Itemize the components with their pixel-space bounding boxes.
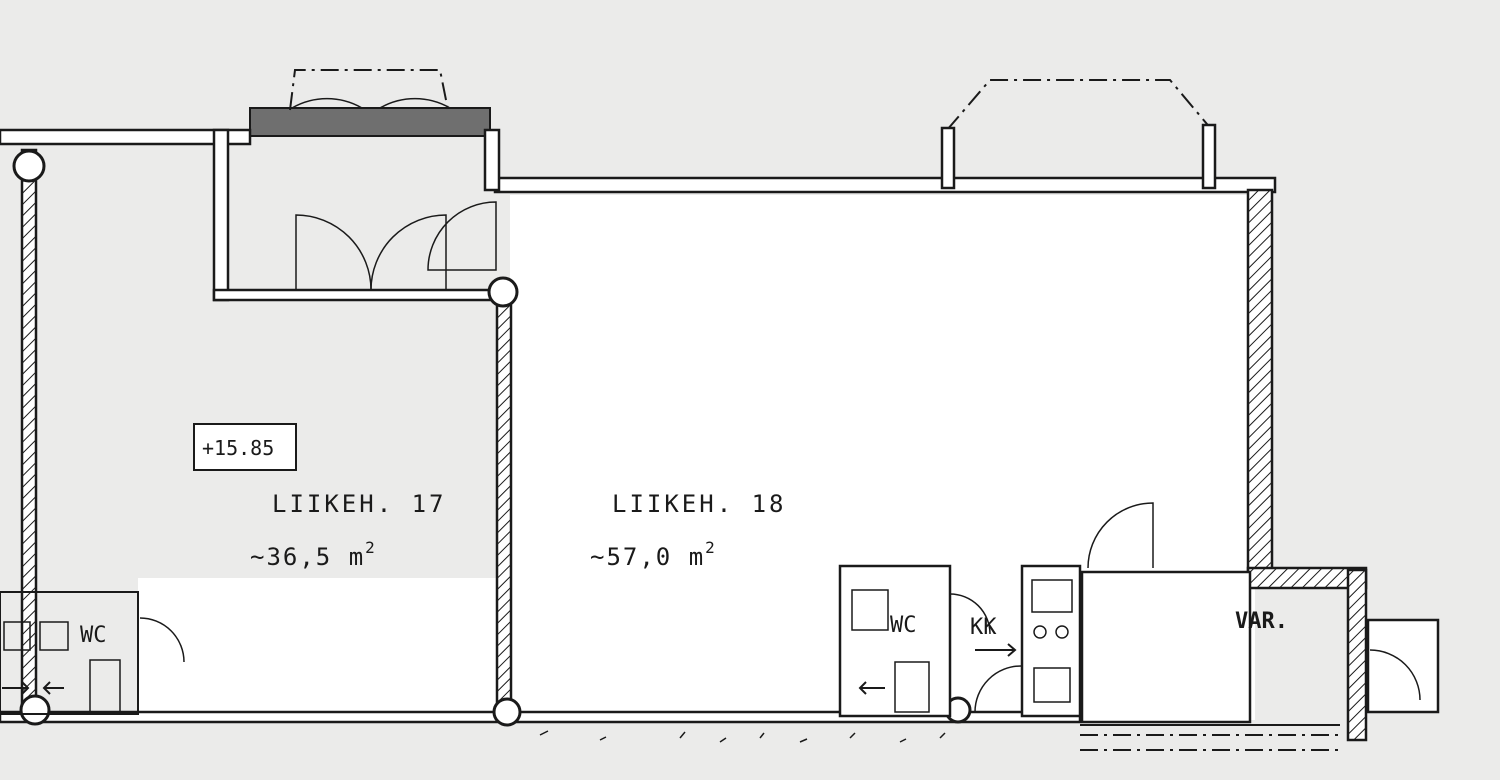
kk-hob-2 [1055,625,1069,639]
annex-door [1369,649,1421,701]
var-room [1080,570,1252,724]
wc-left-sink-2 [39,621,69,651]
whiteout-patch [138,578,498,718]
right-outer-wall [1246,188,1274,582]
room18-entry-door [427,201,497,271]
wc-left-toilet [89,659,121,713]
entrance-canopy [249,107,491,137]
column-top-left [12,149,46,183]
entrance-door-swing-1 [291,97,363,109]
kk-label: KK [970,615,997,640]
elevation-box [193,423,297,471]
window-bay-outline [946,79,1213,131]
column-middle [487,276,519,308]
var-right-wall [1346,568,1368,742]
kk-hob-1 [1033,625,1047,639]
wc-left-enclosure [0,591,139,715]
wc-left-label: WC [80,623,107,648]
elevation-marker: +15.85 [202,436,274,460]
entrance-door-swing-2 [379,97,451,109]
room-18-name: LIIKEH. 18 [612,490,787,518]
bay-post-right [1201,123,1217,190]
left-party-wall [20,148,38,712]
bottom-speckle [539,730,946,743]
room-17-name: LIIKEH. 17 [272,490,447,518]
vestibule-right-wall [483,128,501,192]
kk-door [974,665,1022,713]
var-label: VAR. [1235,609,1288,634]
wc-right-arrow [858,681,885,695]
kk-arrow [975,643,1017,657]
top-wall-left [0,128,252,146]
wc-left-sink-1 [3,621,31,651]
var-door [1087,502,1154,569]
bay-post-left [940,126,956,190]
vestibule-door-1 [295,214,372,291]
wc-right-sink [851,589,889,631]
top-wall-right [493,176,1277,194]
column-bottom-left [19,694,51,726]
wc-left-arrows [2,681,64,695]
middle-party-wall [495,290,513,714]
vestibule-bottom-wall [212,288,501,302]
kk-sink [1033,667,1071,703]
room-18-area: ~57,0 m2 [590,538,717,571]
column-bottom-middle [492,697,522,727]
wc-right-label: WC [890,613,917,638]
vestibule-door-2 [370,214,447,291]
kk-fridge [1031,579,1073,613]
annex-right [1366,618,1440,714]
wc-left-door [139,617,185,663]
room-17-area: ~36,5 m2 [250,538,377,571]
wc-right-toilet [894,661,930,713]
wc-right-door [949,593,991,635]
entrance-bay-outline [289,69,449,111]
vestibule-left-wall [212,128,230,302]
